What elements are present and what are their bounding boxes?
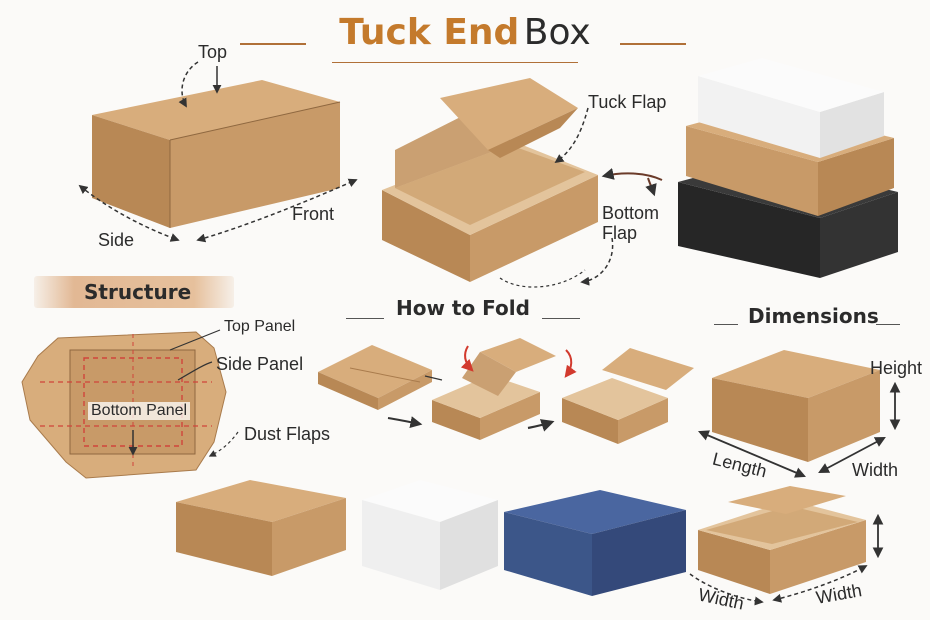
fold-step-2 <box>432 338 556 440</box>
label-side: Side <box>98 230 135 250</box>
fold-rule-right <box>542 318 580 319</box>
structure-banner <box>34 276 234 308</box>
fold-step-1 <box>318 345 432 410</box>
bottom-blue-box <box>504 490 686 596</box>
open-tuck-box <box>382 78 598 282</box>
how-to-fold-heading: How to Fold <box>396 296 530 320</box>
label-top: Top <box>198 42 228 62</box>
dimensions-heading: Dimensions <box>748 304 879 328</box>
label-tuck-flap: Tuck Flap <box>588 92 667 112</box>
structure-heading: Structure <box>84 280 192 304</box>
title-rest: Box <box>523 12 591 53</box>
label-front: Front <box>292 204 335 224</box>
label-height: Height <box>870 358 923 378</box>
stacked-boxes <box>678 58 898 278</box>
label-bottom-flap-1: Bottom <box>602 203 660 223</box>
bottom-kraft-box <box>176 480 346 576</box>
label-dust-flaps: Dust Flaps <box>244 424 331 444</box>
label-bottom-flap-2: Flap <box>602 223 638 243</box>
dims-rule-left <box>714 324 738 325</box>
title-underline <box>332 62 578 63</box>
fold-rule-left <box>346 318 384 319</box>
dimensions-box <box>712 350 880 462</box>
dims-rule-right <box>876 324 900 325</box>
page-title: Tuck End Box <box>0 12 930 53</box>
label-width: Width <box>852 460 899 480</box>
label-top-panel: Top Panel <box>224 318 296 335</box>
title-accent: Tuck End <box>339 12 520 53</box>
label-side-panel: Side Panel <box>216 354 304 374</box>
label-bottom-panel: Bottom Panel <box>88 402 191 420</box>
title-rule-right <box>620 43 686 45</box>
fold-step-3 <box>562 348 694 444</box>
bottom-white-box <box>362 480 498 590</box>
title-rule-left <box>240 43 306 45</box>
